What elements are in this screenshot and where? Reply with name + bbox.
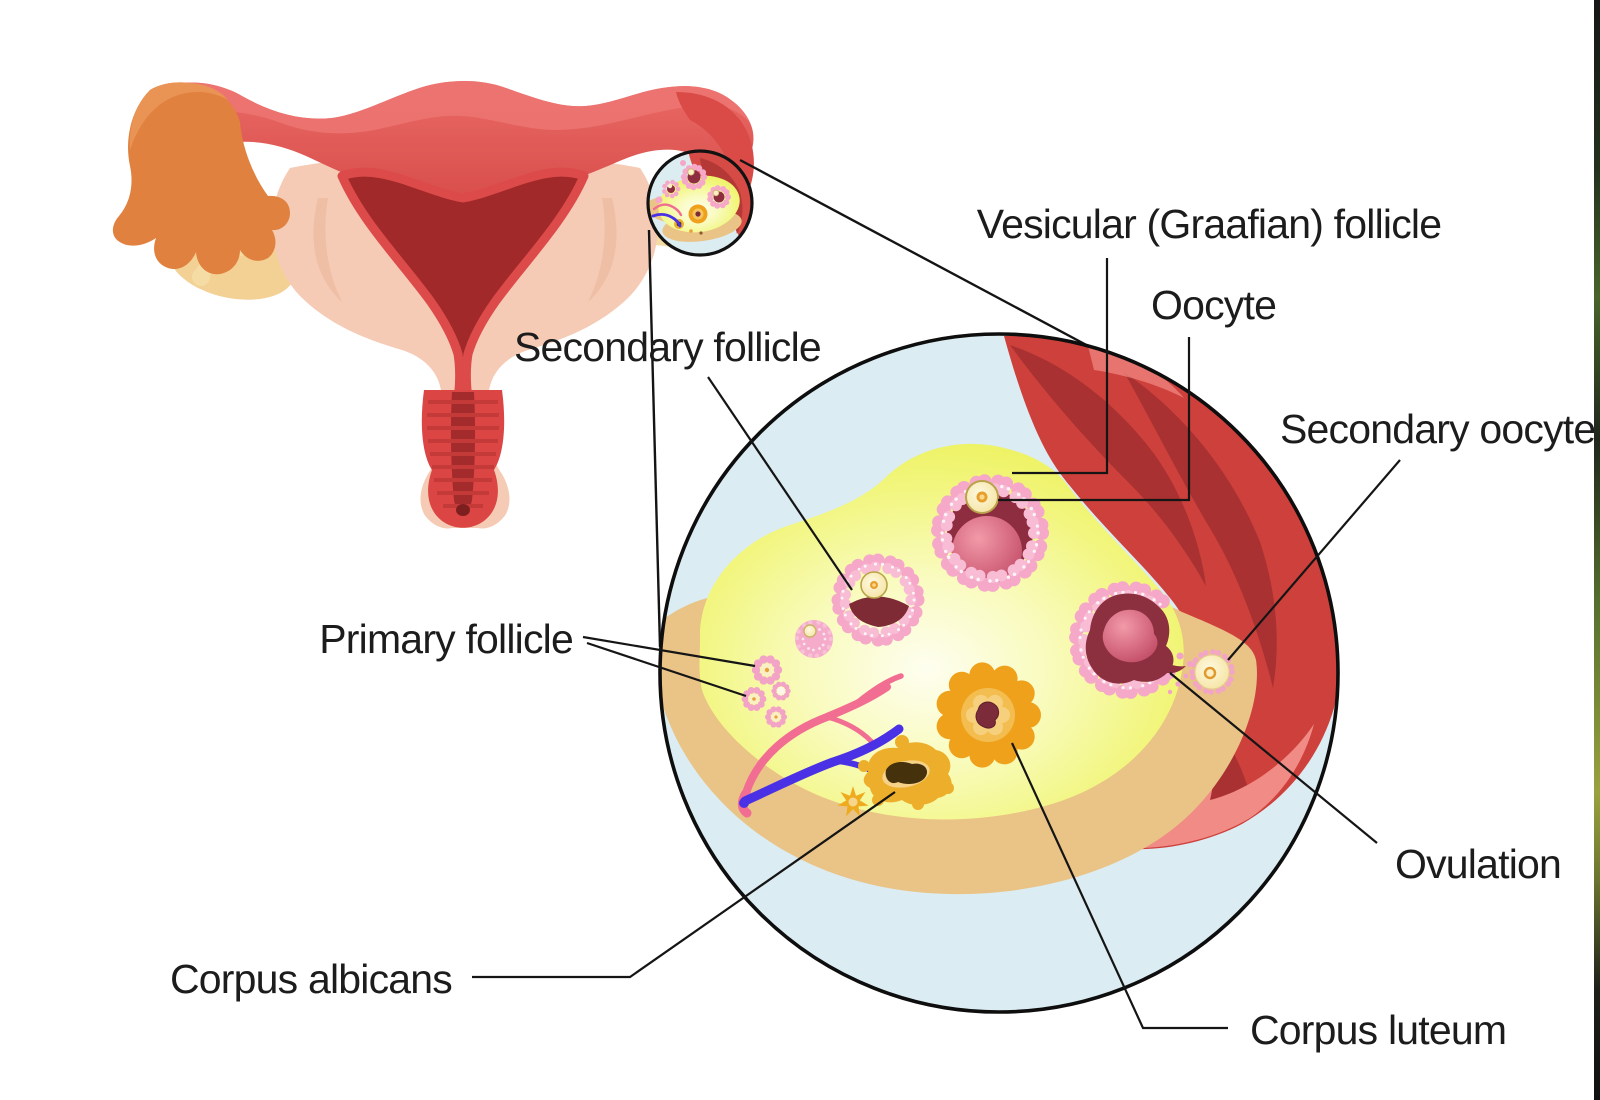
cervix-vagina xyxy=(421,390,505,528)
left-fimbriae xyxy=(112,82,290,275)
uterine-cavity xyxy=(337,167,589,395)
leader-lines xyxy=(472,258,1401,1030)
left-fimbriae-highlight xyxy=(129,82,228,150)
label-corpus-luteum: Corpus luteum xyxy=(1250,1007,1507,1053)
leader-primary-follicle-1 xyxy=(582,635,756,668)
growing-follicle xyxy=(794,620,834,658)
label-ovulation: Ovulation xyxy=(1395,841,1562,887)
label-corpus-albicans: Corpus albicans xyxy=(170,956,453,1002)
fimbria-tissue-red xyxy=(1004,334,1338,850)
uterus-fundus-highlight xyxy=(150,80,750,134)
primary-follicles xyxy=(741,655,791,728)
left-tube-end xyxy=(192,268,210,286)
label-secondary-follicle: Secondary follicle xyxy=(514,324,822,370)
label-secondary-oocyte: Secondary oocyte xyxy=(1280,406,1596,452)
uterus-illustration xyxy=(112,80,754,529)
ovary-cortex-yellow xyxy=(699,443,1184,820)
magnifier-small-circle xyxy=(646,149,754,257)
leader-secondary-oocyte xyxy=(1227,459,1401,661)
image-edge-artifact-strip xyxy=(1594,0,1600,1100)
leader-secondary-follicle xyxy=(707,376,853,591)
secondary-follicle xyxy=(831,553,925,647)
graafian-follicle xyxy=(931,474,1049,592)
ovulation-ruptured-follicle xyxy=(1069,581,1201,699)
leader-vesicular xyxy=(1012,258,1109,475)
ovary-magnified-view xyxy=(658,332,1340,1014)
label-vesicular-graafian-follicle: Vesicular (Graafian) follicle xyxy=(976,201,1442,247)
leader-oocyte xyxy=(998,337,1191,502)
label-primary-follicle: Primary follicle xyxy=(319,616,574,662)
leader-corpus-luteum xyxy=(1011,742,1228,1030)
corpus-luteum xyxy=(936,662,1041,768)
leader-corpus-albicans xyxy=(472,791,896,979)
leader-primary-follicle-2 xyxy=(586,641,747,698)
leader-ovulation xyxy=(1169,672,1378,844)
label-oocyte: Oocyte xyxy=(1151,282,1277,328)
atretic-follicle-star xyxy=(837,786,869,817)
body-shading-right xyxy=(588,198,617,302)
corpus-albicans xyxy=(858,735,954,810)
mini-follicle-set xyxy=(662,163,731,209)
magnifier-connector-lines xyxy=(647,158,1108,648)
secondary-oocyte-cell xyxy=(1189,649,1235,695)
body-shading-left xyxy=(313,198,342,302)
